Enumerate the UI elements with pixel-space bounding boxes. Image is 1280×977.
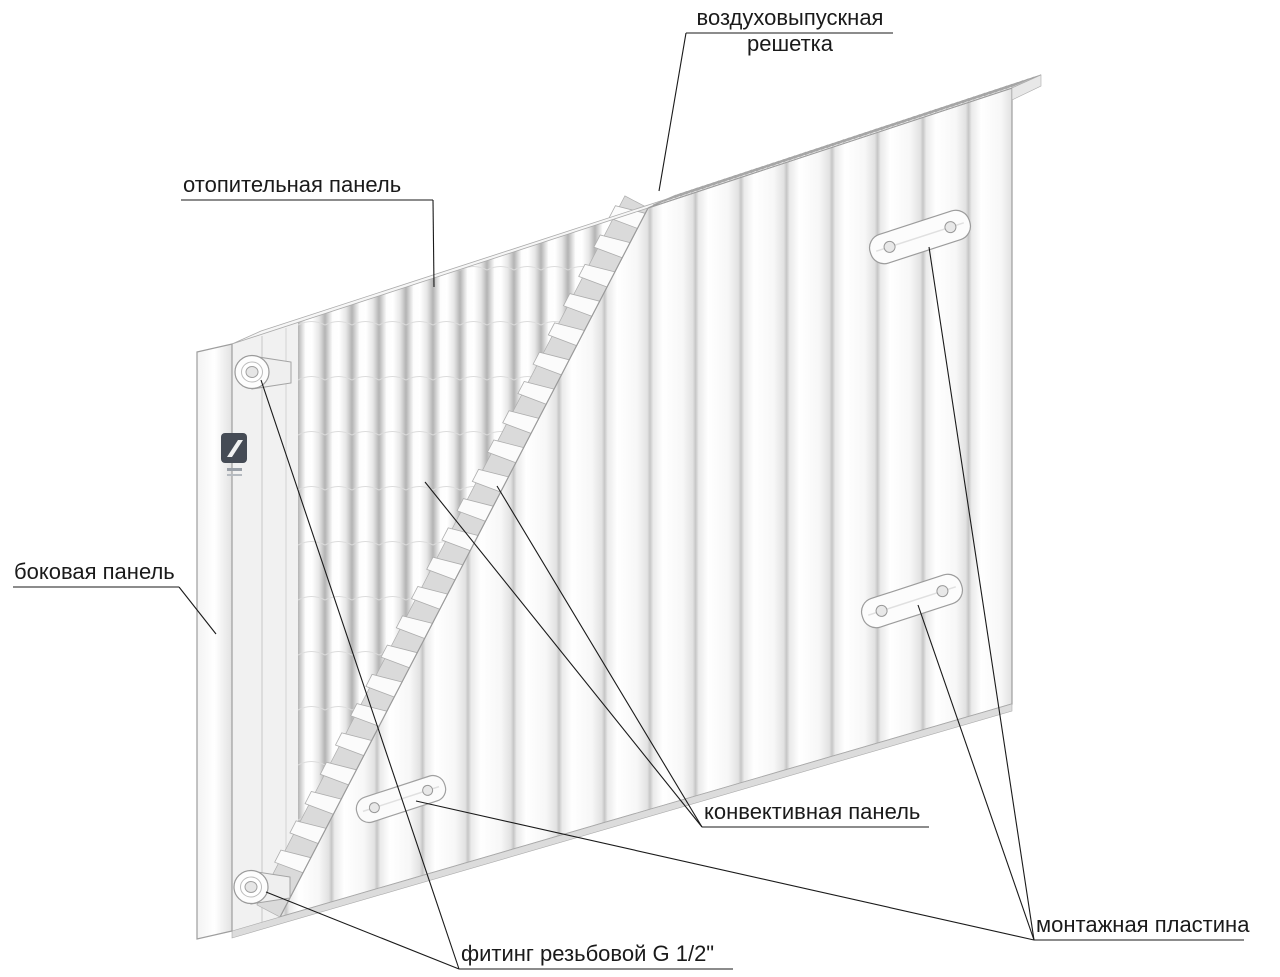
leader-mounting-plate-1 [928,246,1035,941]
mounting-bracket-bottom [860,573,964,629]
label-convector-panel: конвективная панель [704,799,921,824]
label-heating-panel: отопительная панель [183,172,402,197]
leader-heating-panel [432,199,435,288]
leader-fitting-2 [265,891,460,970]
leader-fitting-1 [260,379,460,970]
fitting-top [234,354,292,390]
label-fitting: фитинг резьбовой G 1/2" [461,941,715,966]
cut-edge-line [279,207,649,918]
brand-text-placeholder-2 [227,474,242,476]
label-mounting-plate: монтажная пластина [1036,912,1250,937]
leader-convector-panel-1 [424,481,703,828]
side-panel [196,343,233,940]
cut-teeth [274,205,646,874]
air-grille-slats [652,76,1035,206]
leader-mounting-plate-3 [415,800,1035,941]
leader-air-grille [658,32,687,192]
brand-logo [221,433,247,476]
mounting-bracket-left [355,774,447,824]
mounting-bracket-top [868,209,972,265]
fitting-bottom [233,869,291,905]
leader-mounting-plate-2 [917,604,1035,941]
label-air-grille: воздуховыпускная решетка [696,5,884,56]
back-panel-strip [232,322,298,931]
radiator-illustration [196,74,1042,940]
label-side-panel: боковая панель [14,559,175,584]
right-edge [1011,74,1042,101]
bottom-edge [231,703,1013,939]
leader-convector-panel-2 [496,485,703,828]
leader-side-panel [178,586,217,635]
leader-lines [13,32,1244,970]
brand-text-placeholder [227,468,242,471]
